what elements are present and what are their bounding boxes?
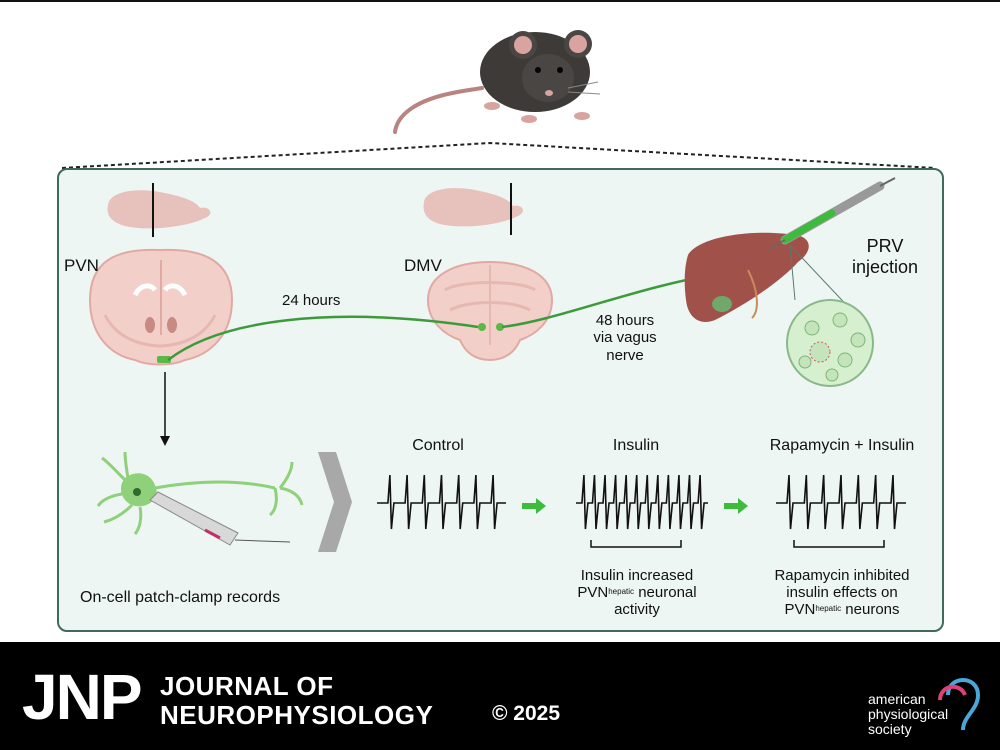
- top-rule: [0, 0, 1000, 2]
- patch-clamp-label: On-cell patch-clamp records: [80, 589, 281, 606]
- magnified-cells: [786, 299, 874, 387]
- liver-icon: [684, 232, 809, 322]
- society-line2: physiological: [868, 706, 949, 722]
- insulin-label: Insulin: [612, 437, 660, 454]
- pvn-label: PVN: [64, 256, 99, 275]
- copyright: © 2025: [492, 702, 561, 725]
- result2-pvn: PVN: [784, 601, 816, 618]
- result1-pvn: PVN: [577, 584, 609, 601]
- society-line1: american: [868, 691, 926, 707]
- bracket-insulin: [590, 540, 682, 548]
- journal-title-line2: NEUROPHYSIOLOGY: [160, 700, 434, 730]
- dmv-label: DMV: [404, 256, 442, 275]
- result-rapamycin: Rapamycin inhibited insulin effects on P…: [754, 567, 930, 618]
- brain-sagittal-icon-2: [423, 183, 524, 235]
- brainstem-section: [426, 260, 554, 362]
- prv-line2: injection: [851, 256, 919, 277]
- mouse-icon: [480, 30, 601, 123]
- hours48-line2: via vagus: [593, 329, 657, 347]
- spike-traces: [377, 474, 906, 530]
- syringe-icon: [769, 177, 896, 249]
- neuron-icon: [96, 451, 304, 546]
- result2-line2: insulin effects on: [786, 584, 898, 601]
- prv-line1: PRV: [866, 236, 904, 256]
- spike-trace-rapamycin-insulin: [776, 474, 906, 530]
- jnp-logo: JNP: [22, 661, 142, 733]
- control-label: Control: [412, 437, 464, 454]
- mouse-tail: [393, 86, 484, 134]
- society-line3: society: [868, 721, 912, 737]
- result2-line1: Rapamycin inhibited: [774, 567, 910, 584]
- brain-sagittal-icon: [107, 183, 211, 237]
- result-insulin: Insulin increased PVNhepatic neuronal ac…: [556, 567, 718, 618]
- rapamycin-insulin-label: Rapamycin + Insulin: [769, 437, 915, 454]
- hours48-line1: 48 hours: [595, 312, 655, 329]
- journal-title-line1: JOURNAL OF: [160, 671, 334, 701]
- hours24-label: 24 hours: [282, 292, 341, 309]
- result2-post: neurons: [841, 601, 900, 618]
- spike-trace-control: [377, 474, 506, 530]
- result1-line1: Insulin increased: [580, 567, 694, 584]
- spike-trace-insulin: [576, 474, 708, 530]
- green-arrow-1: [522, 498, 546, 514]
- brain-coronal-section: [88, 248, 234, 366]
- zoom-line: [61, 141, 936, 169]
- journal-title: JOURNAL OF NEUROPHYSIOLOGY: [160, 672, 433, 730]
- society-name: american physiological society: [868, 692, 948, 737]
- hours48-label: 48 hours via vagus nerve: [580, 312, 670, 364]
- chevron-icon: [318, 452, 352, 552]
- green-arrow-2: [724, 498, 748, 514]
- prv-injection-label: PRV injection: [840, 236, 930, 277]
- hours48-line3: nerve: [606, 346, 644, 364]
- result1-line3: activity: [614, 601, 660, 618]
- result1-sup: hepatic: [608, 587, 635, 596]
- bracket-rapa: [793, 540, 885, 548]
- result2-sup: hepatic: [815, 604, 842, 613]
- footer-bar: [0, 642, 1000, 750]
- result1-post: neuronal: [634, 584, 697, 601]
